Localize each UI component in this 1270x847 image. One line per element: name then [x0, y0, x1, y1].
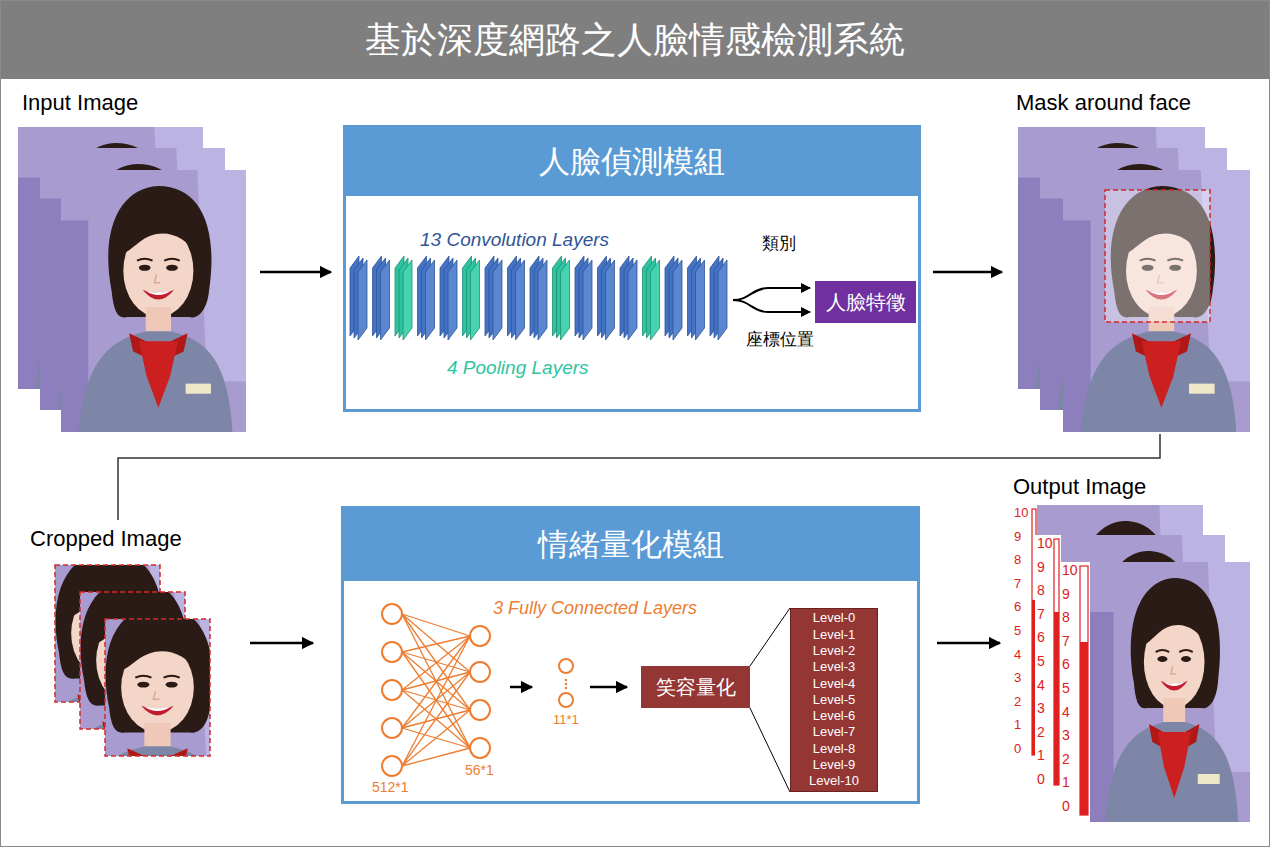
branch-arrows: [733, 288, 810, 312]
connector: [750, 608, 790, 792]
level-item: Level-10: [809, 773, 859, 789]
level-item: Level-3: [813, 659, 856, 675]
gauge-number: 4: [1062, 704, 1070, 720]
gauge-number: 9: [1062, 586, 1070, 602]
level-item: Level-1: [813, 627, 856, 643]
level-item: Level-2: [813, 643, 856, 659]
quantize-box: 笑容量化: [641, 666, 750, 708]
module-title: 人臉偵測模組: [346, 128, 918, 196]
flow-arrows: [510, 686, 627, 689]
level-list: Level-0Level-1Level-2Level-3Level-4Level…: [790, 608, 878, 792]
connector: [260, 271, 331, 274]
gauge-number: 0: [1014, 741, 1021, 757]
level-item: Level-7: [813, 724, 856, 740]
connector: [933, 271, 1002, 274]
gauge-number: 4: [1014, 647, 1021, 663]
gauge-number: 6: [1062, 656, 1070, 672]
gauge-number: 2: [1037, 724, 1045, 740]
gauge-number: 3: [1062, 727, 1070, 743]
layer-size: 512*1: [372, 779, 409, 795]
gauge-number: 7: [1014, 576, 1021, 592]
layer-caption: 4 Pooling Layers: [447, 357, 589, 379]
image-stack: Mask around face: [1014, 88, 1252, 434]
stack-heading: Mask around face: [1016, 90, 1191, 116]
gauge-number: 8: [1037, 582, 1045, 598]
masked-photos: [1018, 127, 1250, 432]
gauge-number: 5: [1037, 653, 1045, 669]
input-photos: [18, 127, 246, 432]
gauge-number: 9: [1037, 559, 1045, 575]
gauge-number: 6: [1014, 599, 1021, 615]
gauge-number: 10: [1062, 562, 1078, 578]
level-item: Level-6: [813, 708, 856, 724]
gauge-number: 1: [1014, 717, 1021, 733]
branch-label: 座標位置: [746, 328, 814, 351]
gauge-number: 2: [1062, 751, 1070, 767]
gauge-number: 6: [1037, 629, 1045, 645]
level-item: Level-4: [813, 676, 856, 692]
stack-heading: Cropped Image: [30, 526, 182, 552]
gauge-number: 2: [1014, 694, 1021, 710]
module-title: 情緒量化模組: [344, 509, 917, 581]
gauge-number: 4: [1037, 677, 1045, 693]
gauge-number: 1: [1062, 774, 1070, 790]
gauge-number: 7: [1037, 606, 1045, 622]
level-item: Level-0: [813, 610, 856, 626]
title-band: 基於深度網路之人臉情感檢測系統: [1, 1, 1269, 79]
box-text: 笑容量化: [656, 674, 736, 701]
gauge-number: 3: [1037, 700, 1045, 716]
gauge-number: 3: [1014, 670, 1021, 686]
gauge-number: 9: [1014, 529, 1021, 545]
image-stack: Input Image: [18, 88, 248, 434]
stack-heading: Output Image: [1013, 474, 1146, 500]
layer-size: 11*1: [553, 712, 579, 727]
gauge-number: 5: [1062, 680, 1070, 696]
output-photos: [1013, 505, 1250, 822]
module-panel: 人臉偵測模組 13 Convolution Layers 4 Pooling Lay…: [343, 125, 921, 412]
gauge-number: 7: [1062, 633, 1070, 649]
image-stack: Output Image: [1011, 470, 1252, 824]
fc-network: [382, 604, 573, 776]
layer-size: 56*1: [465, 762, 494, 778]
module-panel: 情緒量化模組 3 Fully Connected Layers 笑容量化 Level-…: [341, 506, 920, 804]
conv-layers: [350, 256, 727, 340]
gauge-number: 0: [1037, 771, 1045, 787]
stack-heading: Input Image: [22, 90, 138, 116]
gauge-number: 0: [1062, 798, 1070, 814]
gauge-number: 10: [1014, 505, 1028, 521]
connector: [250, 642, 313, 645]
layer-caption: 13 Convolution Layers: [420, 229, 609, 251]
gauge-number: 1: [1037, 747, 1045, 763]
cropped-photos: [7, 536, 249, 844]
gauge-number: 8: [1014, 552, 1021, 568]
feature-box: 人臉特徵: [815, 281, 916, 323]
branch-label: 類別: [762, 232, 796, 255]
gauge-number: 10: [1037, 535, 1053, 551]
box-text: 人臉特徵: [826, 289, 906, 316]
layer-caption: 3 Fully Connected Layers: [493, 598, 697, 619]
level-item: Level-8: [813, 741, 856, 757]
image-stack: Cropped Image: [28, 522, 212, 758]
level-item: Level-5: [813, 692, 856, 708]
gauge-number: 5: [1014, 623, 1021, 639]
gauge-number: 8: [1062, 609, 1070, 625]
level-item: Level-9: [813, 757, 856, 773]
connector: [937, 642, 1000, 645]
